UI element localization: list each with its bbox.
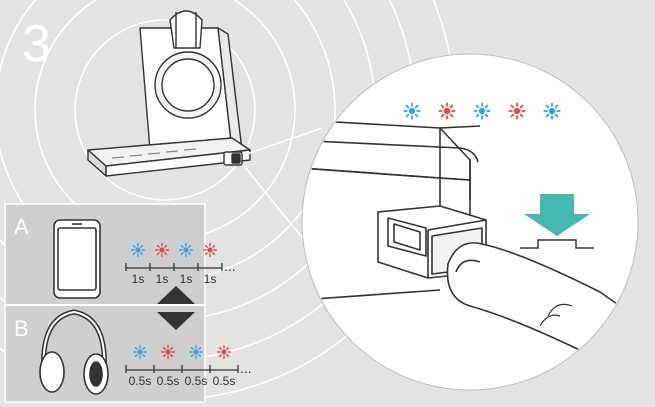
led-indicator-red bbox=[509, 103, 524, 118]
timeline-led-red bbox=[156, 244, 168, 256]
led-indicator-red bbox=[439, 103, 454, 118]
timeline-led-red bbox=[162, 346, 174, 358]
timeline-led-blue bbox=[180, 244, 192, 256]
interval-label: 1s bbox=[180, 272, 193, 286]
step-number: 3 bbox=[22, 18, 51, 70]
timeline-led-blue bbox=[134, 346, 146, 358]
smartphone-icon bbox=[54, 220, 100, 298]
interval-label: 0.5s bbox=[157, 374, 180, 388]
timeline-led-red bbox=[218, 346, 230, 358]
timeline-led-blue bbox=[132, 244, 144, 256]
interval-label: 1s bbox=[156, 272, 169, 286]
led-indicator-blue bbox=[404, 103, 419, 118]
led-indicator-blue bbox=[544, 103, 559, 118]
continuation-dots: ... bbox=[224, 258, 236, 274]
interval-label: 0.5s bbox=[185, 374, 208, 388]
interval-label: 0.5s bbox=[213, 374, 236, 388]
section-b-label: B bbox=[14, 318, 29, 340]
timeline-led-red bbox=[204, 244, 216, 256]
timeline-led-blue bbox=[190, 346, 202, 358]
interval-label: 1s bbox=[204, 272, 217, 286]
interval-label: 0.5s bbox=[129, 374, 152, 388]
interval-label: 1s bbox=[132, 272, 145, 286]
led-indicator-blue bbox=[474, 103, 489, 118]
continuation-dots: ... bbox=[240, 360, 252, 376]
section-a-label: A bbox=[14, 216, 29, 238]
